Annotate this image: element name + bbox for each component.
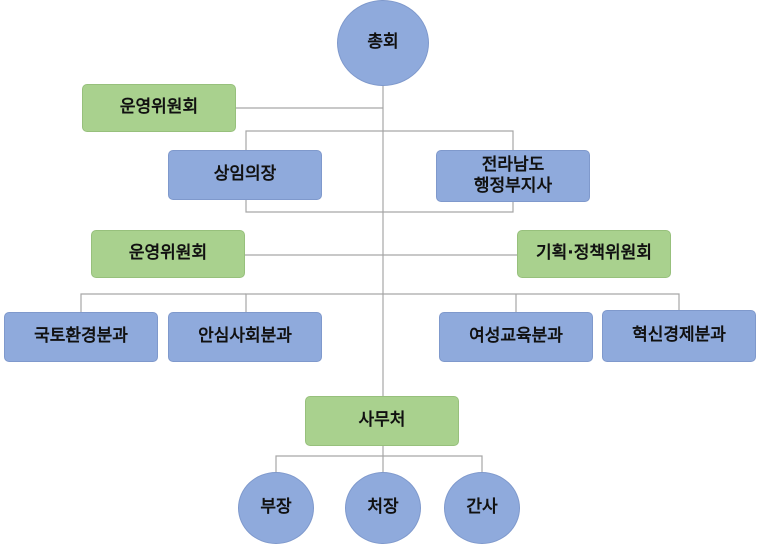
division-innovation-economy: 혁신경제분과: [602, 310, 756, 362]
secretariat-node: 사무처: [305, 396, 459, 446]
vice-governor-node: 전라남도 행정부지사: [436, 150, 590, 202]
staff-secretary-node: 간사: [444, 472, 520, 544]
staff-manager-node: 부장: [238, 472, 314, 544]
general-assembly-node: 총회: [337, 0, 429, 86]
steering-committee-top-node: 운영위원회: [82, 84, 236, 132]
chair-node: 상임의장: [168, 150, 322, 200]
division-safe-society: 안심사회분과: [168, 312, 322, 362]
staff-director-node: 처장: [345, 472, 421, 544]
division-national-environment: 국토환경분과: [4, 312, 158, 362]
division-women-education: 여성교육분과: [439, 312, 593, 362]
planning-committee-node: 기획·정책위원회: [517, 230, 671, 278]
steering-committee-node: 운영위원회: [91, 230, 245, 278]
